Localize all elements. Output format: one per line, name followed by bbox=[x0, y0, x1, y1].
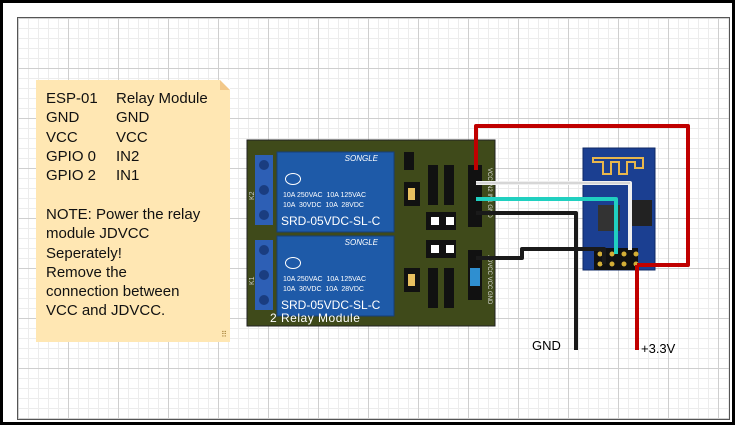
note-fold bbox=[220, 80, 230, 90]
table-row: GPIO 2 IN1 bbox=[46, 166, 208, 185]
header-col2: Relay Module bbox=[116, 90, 208, 107]
wire-in1-cyan bbox=[476, 197, 618, 254]
cqc-logo-icon bbox=[285, 257, 301, 269]
cqc-logo-icon bbox=[285, 173, 301, 185]
vcc-label: +3.3V bbox=[641, 341, 676, 356]
jumper bbox=[470, 268, 480, 286]
table-row: VCC VCC bbox=[46, 128, 208, 147]
input-header bbox=[468, 165, 482, 227]
relay-2-label: SONGLE 10A 250VAC 10A 125VAC 10A 30VDC 1… bbox=[277, 152, 394, 232]
board-title: 2 Relay Module bbox=[270, 311, 361, 325]
relay-2-body bbox=[276, 151, 395, 233]
svg-text:K2: K2 bbox=[249, 191, 256, 200]
relay-brand: SONGLE bbox=[344, 238, 378, 247]
sticky-note: ESP-01 Relay Module GND GND VCC VCC GPIO… bbox=[36, 80, 230, 342]
relay-rating-1: 10A 250VAC 10A 125VAC bbox=[283, 192, 367, 199]
relay-rating-2: 10A 30VDC 10A 28VDC bbox=[283, 202, 364, 209]
connection-table: ESP-01 Relay Module GND GND VCC VCC GPIO… bbox=[46, 89, 208, 185]
relay-module-board: K2 K1 VCC IN2 IN1 GND JDVCC VCC GND bbox=[246, 139, 496, 327]
svg-text:K1: K1 bbox=[249, 276, 256, 285]
relay-1-label: SONGLE 10A 250VAC 10A 125VAC 10A 30VDC 1… bbox=[277, 236, 394, 316]
note-line: module JDVCC bbox=[46, 225, 150, 243]
esp01-module bbox=[582, 147, 656, 271]
row-relay-pin: IN2 bbox=[116, 147, 140, 165]
note-line: NOTE: Power the relay bbox=[46, 206, 201, 223]
wire-vcc-red bbox=[474, 124, 690, 267]
antenna-trace bbox=[592, 157, 644, 175]
wires bbox=[474, 124, 690, 350]
table-header: ESP-01 Relay Module bbox=[46, 89, 208, 108]
header-col1: ESP-01 bbox=[46, 90, 98, 107]
note-line: Seperately! bbox=[46, 244, 122, 262]
note-line: connection between bbox=[46, 283, 180, 301]
note-text: NOTE: Power the relay module JDVCC Seper… bbox=[46, 205, 230, 321]
table-row: GND GND bbox=[46, 108, 208, 127]
relay-brand: SONGLE bbox=[344, 154, 378, 163]
wire-gnd-esp bbox=[476, 247, 606, 264]
note-line: VCC and JDVCC. bbox=[46, 302, 166, 320]
row-relay-pin: IN1 bbox=[116, 167, 140, 185]
gnd-label: GND bbox=[532, 338, 561, 353]
relay-1-body bbox=[276, 235, 395, 317]
relay-rating-1: 10A 250VAC 10A 125VAC bbox=[283, 276, 367, 283]
row-relay-pin: GND bbox=[116, 109, 150, 127]
svg-text:JDVCC VCC GND: JDVCC VCC GND bbox=[486, 255, 492, 305]
wire-gnd-black bbox=[476, 211, 578, 350]
row-esp-pin: GPIO 2 bbox=[46, 167, 97, 185]
note-line: Remove the bbox=[46, 263, 127, 281]
relay-rating-2: 10A 30VDC 10A 28VDC bbox=[283, 286, 364, 293]
row-esp-pin: GND bbox=[46, 109, 80, 127]
table-row: GPIO 0 IN2 bbox=[46, 147, 208, 166]
relay-model: SRD-05VDC-SL-C bbox=[281, 214, 381, 228]
relay-model: SRD-05VDC-SL-C bbox=[281, 298, 381, 312]
row-esp-pin: VCC bbox=[46, 128, 78, 146]
resize-grip-icon[interactable]: ⠿ bbox=[221, 330, 227, 339]
row-relay-pin: VCC bbox=[116, 128, 148, 146]
svg-text:VCC IN2 IN1 GND: VCC IN2 IN1 GND bbox=[486, 168, 492, 218]
row-esp-pin: GPIO 0 bbox=[46, 147, 97, 165]
